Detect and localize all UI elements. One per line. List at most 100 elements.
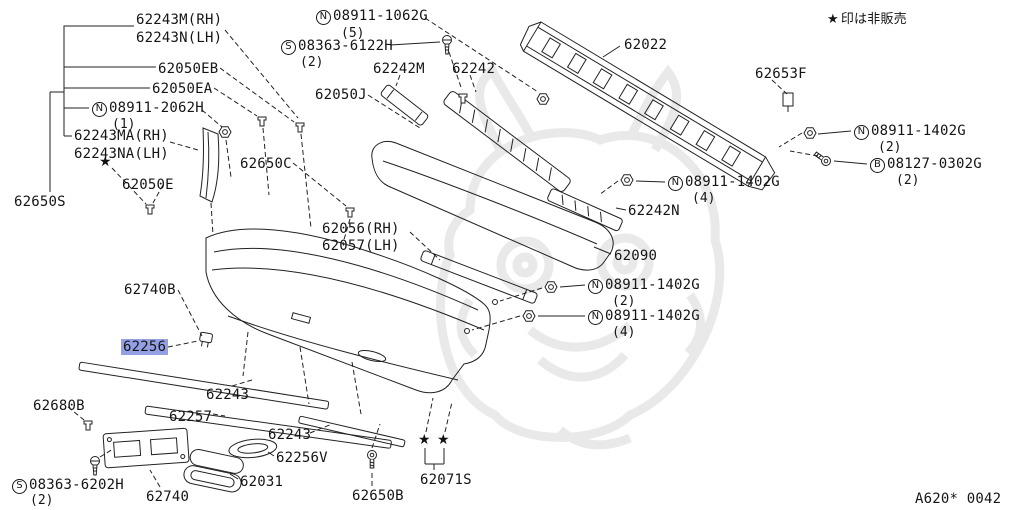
bolt-icon [367, 450, 377, 469]
screw-icon [442, 35, 452, 55]
highlighted-part-number: 62256 [121, 339, 169, 355]
part-label-62242m[interactable]: 62242M [373, 61, 425, 77]
circle-s-icon: S [281, 40, 296, 55]
stud-point [492, 299, 498, 305]
doc-code: A620* 0042 [915, 491, 1002, 507]
part-label-62243ma-rh[interactable]: 62243MA(RH) [74, 128, 169, 144]
moulding-strip-lower [298, 415, 406, 448]
circle-n-icon: N [316, 10, 331, 25]
qty-08911-1062g: (5) [341, 26, 365, 41]
part-label-62050eb[interactable]: 62050EB [158, 61, 219, 77]
circle-n-icon: N [588, 279, 603, 294]
stud-point [464, 328, 470, 334]
part-label-62680b[interactable]: 62680B [33, 398, 85, 414]
nut-icon [218, 126, 232, 138]
nut-icon [522, 310, 536, 322]
part-label-62242[interactable]: 62242 [452, 61, 496, 77]
part-label-62243-lower[interactable]: 62243 [268, 427, 312, 443]
part-label-62243n-lh[interactable]: 62243N(LH) [136, 30, 223, 46]
clip-icon [257, 116, 267, 127]
star-icon: ★ [827, 12, 839, 27]
moulding-strip-upper [78, 361, 330, 410]
qty-08363-6122h: (2) [300, 55, 324, 70]
bumper-fascia [205, 228, 491, 394]
ring-62256v [228, 438, 278, 459]
qty-08911-1402g-d: (4) [612, 325, 636, 340]
qty-08127-0302g: (2) [896, 173, 920, 188]
part-label-62243m-rh[interactable]: 62243M(RH) [136, 12, 223, 28]
bumper-retainer-62242n [547, 188, 623, 232]
legend-note: ★印は非販売 [827, 12, 907, 27]
clip-icon [83, 420, 93, 431]
part-label-62243-upper[interactable]: 62243 [206, 387, 250, 403]
circle-n-icon: N [668, 176, 683, 191]
part-label-62050j[interactable]: 62050J [315, 87, 367, 103]
energy-absorber-62090 [371, 141, 614, 271]
star-marker: ★ [437, 432, 450, 448]
part-label-62057-lh[interactable]: 62057(LH) [322, 238, 400, 254]
watermark-art [436, 62, 725, 450]
grommet-62653f [782, 92, 794, 112]
part-label-62243na-lh[interactable]: 62243NA(LH) [74, 146, 169, 162]
part-label-62090[interactable]: 62090 [614, 248, 658, 264]
leader-lines-solid [49, 25, 868, 480]
part-label-62050e[interactable]: 62050E [122, 177, 174, 193]
part-label-62650b[interactable]: 62650B [352, 488, 404, 504]
clip-icon [458, 93, 468, 104]
nut-icon [620, 174, 634, 186]
part-label-62650c[interactable]: 62650C [240, 156, 292, 172]
nut-icon [544, 281, 558, 293]
part-label-62257[interactable]: 62257 [169, 409, 213, 425]
qty-08911-2062h: (1) [112, 117, 136, 132]
circle-n-icon: N [854, 125, 869, 140]
screw-icon [90, 456, 100, 476]
part-label-62071s[interactable]: 62071S [420, 472, 472, 488]
star-marker: ★ [418, 432, 431, 448]
part-label-62650s[interactable]: 62650S [14, 194, 66, 210]
circle-b-icon: B [870, 158, 885, 173]
side-bracket [199, 127, 220, 203]
star-marker: ★ [99, 154, 112, 170]
part-label-62022[interactable]: 62022 [624, 37, 668, 53]
clip-62256 [199, 331, 213, 348]
part-label-62031[interactable]: 62031 [240, 474, 284, 490]
part-label-62740b[interactable]: 62740B [124, 282, 176, 298]
nut-icon [803, 127, 817, 139]
bolt-icon [812, 149, 833, 168]
clip-icon [145, 204, 155, 215]
circle-n-icon: N [92, 102, 107, 117]
finisher-62031 [183, 448, 244, 493]
part-label-62050ea[interactable]: 62050EA [152, 81, 213, 97]
bumper-reinforcement [519, 21, 776, 191]
nut-icon [536, 93, 550, 105]
clip-icon [295, 122, 305, 133]
part-label-62256[interactable]: 62256 [121, 339, 169, 355]
part-label-62242n[interactable]: 62242N [628, 203, 680, 219]
qty-08911-1402g-c: (2) [612, 294, 636, 309]
bumper-stay-62242m [380, 84, 429, 126]
qty-08911-1402g-a: (2) [878, 140, 902, 155]
circle-n-icon: N [588, 310, 603, 325]
qty-08911-1402g-b: (4) [692, 191, 716, 206]
part-label-62056-rh[interactable]: 62056(RH) [322, 221, 400, 237]
bumper-spacer-62056 [420, 250, 538, 304]
part-label-62740[interactable]: 62740 [146, 489, 190, 505]
circle-s-icon: S [12, 479, 27, 494]
part-label-62256v[interactable]: 62256V [276, 450, 328, 466]
bumper-retainer-62242 [443, 91, 571, 192]
leader-lines-dashed [67, 17, 819, 488]
part-label-62653f[interactable]: 62653F [755, 66, 807, 82]
qty-08363-6202h: (2) [30, 493, 54, 508]
licence-bracket-62740 [102, 427, 190, 469]
